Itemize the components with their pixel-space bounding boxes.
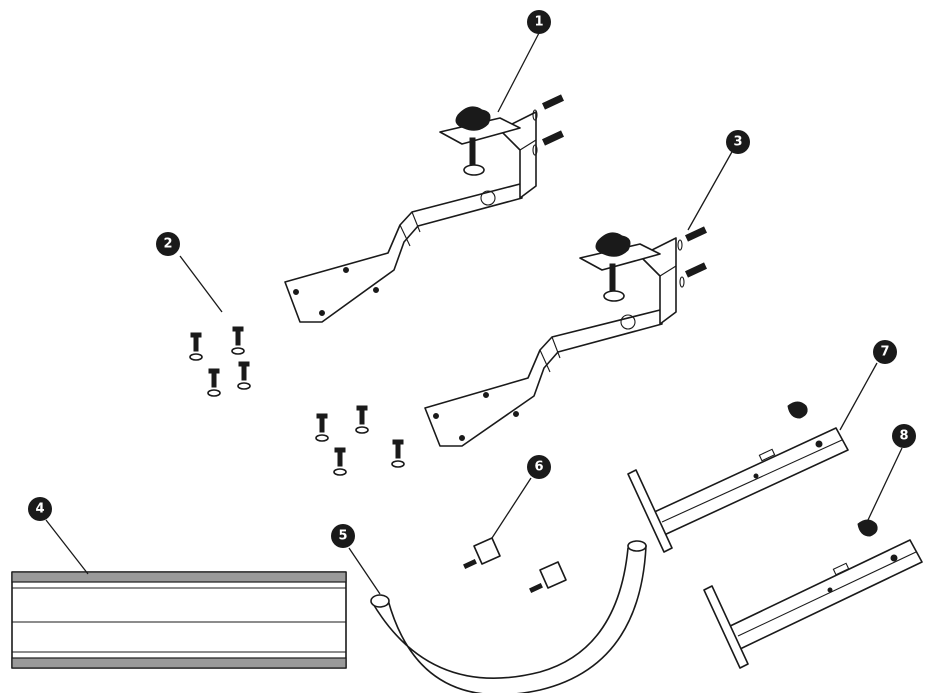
- bolt-with-washer: [237, 361, 251, 390]
- svg-text:6: 6: [534, 460, 543, 475]
- curved-hose: [370, 540, 647, 693]
- svg-text:3: 3: [733, 135, 742, 150]
- standoff: [463, 537, 567, 594]
- bolt-set: [315, 405, 405, 476]
- bolt-with-washer: [391, 439, 405, 468]
- callout-2: 2: [156, 232, 180, 256]
- bolt-with-washer: [315, 413, 329, 442]
- leader-lines: [45, 32, 903, 595]
- callout-4: 4: [28, 497, 52, 521]
- mounting-bracket-upper: [284, 94, 564, 323]
- svg-text:4: 4: [35, 502, 44, 517]
- bolt-with-washer: [189, 332, 203, 361]
- bracket-screw: [677, 226, 707, 288]
- callout-3: 3: [726, 130, 750, 154]
- callout-7: 7: [873, 340, 897, 364]
- svg-text:5: 5: [338, 529, 347, 544]
- callout-5: 5: [331, 524, 355, 548]
- svg-text:2: 2: [163, 237, 172, 252]
- svg-text:1: 1: [534, 15, 543, 30]
- support-rail-upper: [627, 401, 849, 553]
- bolt-with-washer: [355, 405, 369, 434]
- svg-text:8: 8: [899, 429, 908, 444]
- svg-text:7: 7: [880, 345, 889, 360]
- callout-8: 8: [892, 424, 916, 448]
- mounting-bracket-lower: [424, 226, 707, 447]
- pad-strip: [11, 571, 347, 669]
- bracket-screw: [532, 94, 564, 156]
- bolt-set: [189, 326, 251, 397]
- bolt-with-washer: [333, 447, 347, 476]
- bolt-with-washer: [231, 326, 245, 355]
- callout-1: 1: [527, 10, 551, 34]
- bolt-with-washer: [207, 368, 221, 397]
- support-rail-lower: [703, 519, 923, 669]
- callout-6: 6: [527, 455, 551, 479]
